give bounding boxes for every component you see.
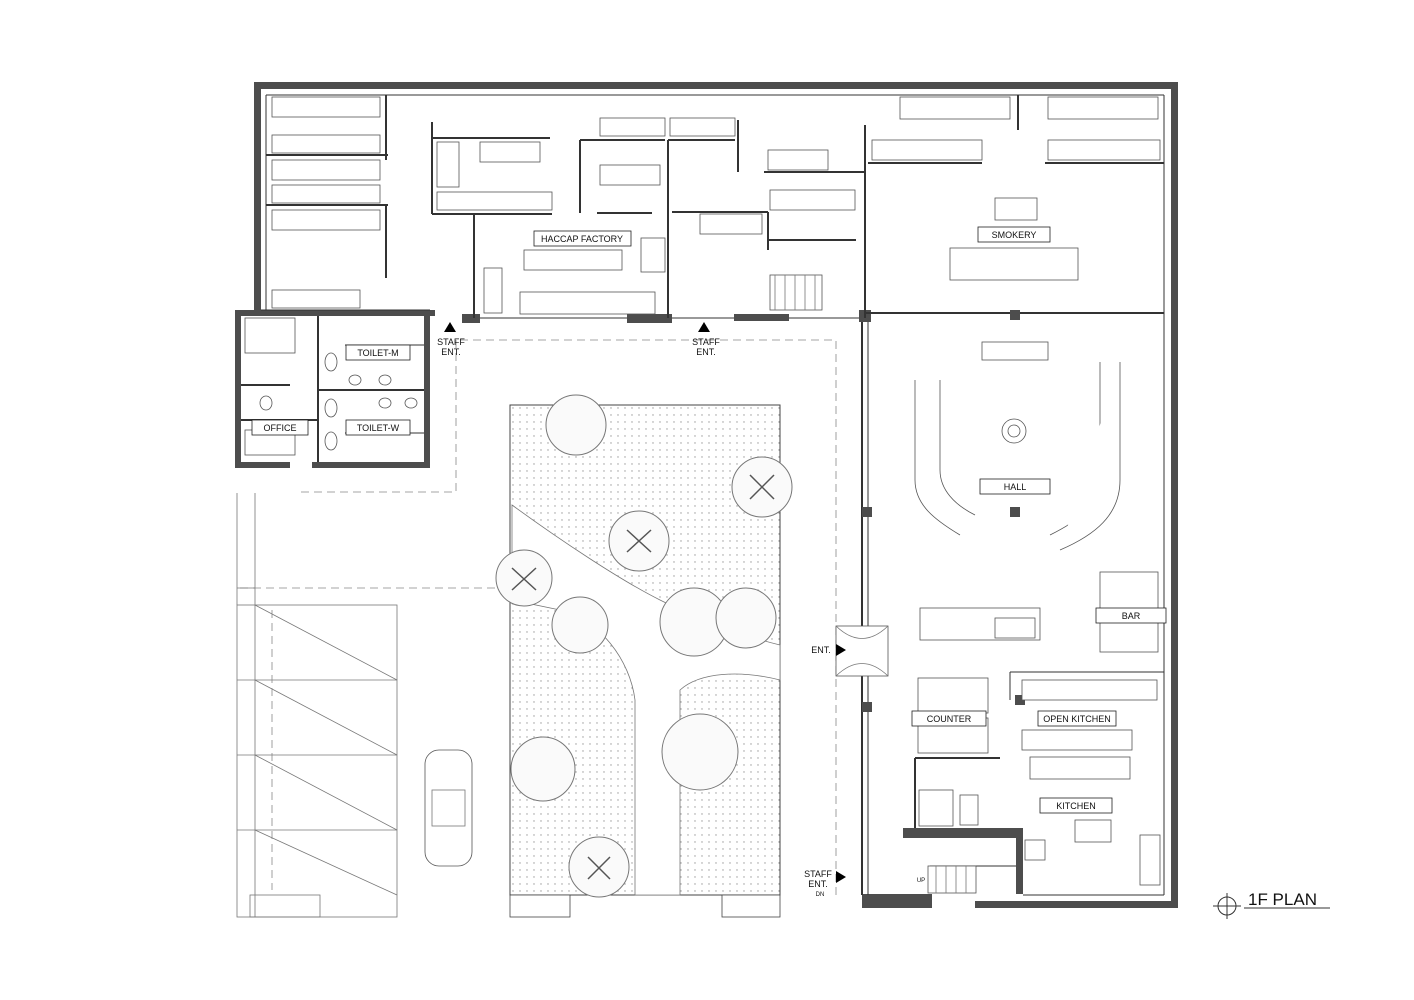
main-ent-label: ENT.	[811, 645, 831, 655]
label-toilet-m: TOILET-M	[345, 344, 411, 361]
trees	[495, 394, 793, 898]
label-kitchen: KITCHEN	[1039, 797, 1113, 814]
label-smokery: SMOKERY	[977, 226, 1051, 243]
svg-text:KITCHEN: KITCHEN	[1056, 801, 1096, 811]
label-hall: HALL	[979, 478, 1051, 495]
label-counter: COUNTER	[911, 710, 987, 727]
label-bar: BAR	[1095, 607, 1167, 624]
svg-text:HALL: HALL	[1004, 482, 1027, 492]
storage-shelves	[271, 96, 1161, 315]
toilet-fixtures	[244, 317, 418, 456]
up-label: UP	[917, 878, 925, 884]
label-office: OFFICE	[251, 419, 309, 436]
plan-title: 1F PLAN	[1248, 890, 1317, 909]
hall-furniture	[914, 341, 1161, 886]
staff-ent-1-line1: STAFF	[437, 337, 465, 347]
label-open-kitchen: OPEN KITCHEN	[1037, 710, 1117, 727]
label-toilet-w: TOILET-W	[345, 419, 411, 436]
svg-text:HACCAP FACTORY: HACCAP FACTORY	[541, 234, 623, 244]
staff-ent-2-line1: STAFF	[692, 337, 720, 347]
svg-text:TOILET-W: TOILET-W	[357, 423, 400, 433]
svg-text:OPEN KITCHEN: OPEN KITCHEN	[1043, 714, 1111, 724]
staff-ent-1-marker	[444, 322, 456, 332]
plan-title-block: 1F PLAN	[1213, 890, 1330, 919]
staff-ent-3-marker	[836, 871, 846, 883]
svg-text:COUNTER: COUNTER	[927, 714, 972, 724]
staff-ent-2-line2: ENT.	[696, 347, 716, 357]
interior-walls	[241, 94, 1165, 896]
svg-text:TOILET-M: TOILET-M	[357, 348, 398, 358]
svg-text:SMOKERY: SMOKERY	[992, 230, 1037, 240]
staff-ent-2-marker	[698, 322, 710, 332]
courtyard-outline	[240, 339, 837, 895]
entrance-doors	[835, 360, 889, 677]
exterior-walls	[235, 82, 1178, 908]
svg-text:OFFICE: OFFICE	[264, 423, 297, 433]
svg-text:BAR: BAR	[1122, 611, 1141, 621]
stairs	[699, 213, 977, 894]
entrance-markers	[444, 322, 846, 883]
staff-ent-3-line2: ENT.	[808, 879, 828, 889]
main-ent-marker	[836, 644, 846, 656]
staff-ent-1-line2: ENT.	[441, 347, 461, 357]
parking-area	[236, 493, 473, 918]
staff-ent-3-line1: STAFF	[804, 869, 832, 879]
dn-label: DN	[816, 892, 825, 898]
label-haccap-factory: HACCAP FACTORY	[533, 230, 632, 247]
structural-columns	[862, 310, 1025, 712]
